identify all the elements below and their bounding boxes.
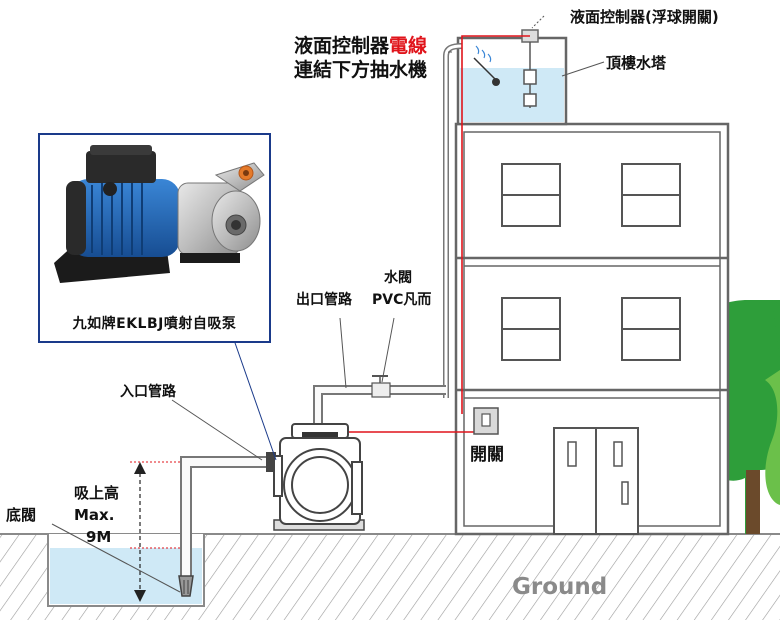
water-valve-label: 水閥 <box>384 269 412 286</box>
callout-lines <box>171 15 605 461</box>
product-caption: 九如牌EKLBJ噴射自吸泵 <box>72 316 237 332</box>
product-photo-box: 九如牌EKLBJ噴射自吸泵 <box>38 133 271 343</box>
suction-lift-indicator <box>130 461 182 602</box>
pump <box>273 423 365 531</box>
suction-lift-label-2: Max. <box>74 506 114 524</box>
inlet-pipe <box>180 452 276 578</box>
outlet-pipe-label: 出口管路 <box>296 291 353 308</box>
switch-label: 開關 <box>470 445 504 465</box>
wire-note-red: 電線 <box>389 34 427 57</box>
window <box>501 163 561 227</box>
window <box>501 297 561 361</box>
foot-valve <box>178 575 194 597</box>
door <box>553 427 639 535</box>
pvc-valve-label: PVC凡而 <box>372 292 431 308</box>
controller-wire <box>346 35 530 433</box>
pvc-valve <box>371 375 391 398</box>
outlet-pipe <box>313 375 446 426</box>
suction-lift-label-3: 9M <box>86 528 111 546</box>
wire-note-black: 液面控制器 <box>294 34 390 57</box>
window <box>621 163 681 227</box>
power-switch <box>473 407 499 435</box>
foot-valve-pointer <box>51 523 181 593</box>
rooftop-water-tank <box>443 29 568 398</box>
wire-note-line2: 連結下方抽水機 <box>294 58 427 81</box>
pump-product-illustration <box>54 145 265 283</box>
building <box>454 122 730 536</box>
rooftop-tank-label: 頂樓水塔 <box>606 54 667 72</box>
wire-note-line1: 液面控制器電線 <box>294 34 427 57</box>
well-pit <box>47 534 205 607</box>
window <box>621 297 681 361</box>
inlet-pipe-label: 入口管路 <box>120 383 177 400</box>
suction-lift-label-1: 吸上高 <box>74 484 119 502</box>
ground-label: Ground <box>512 574 607 600</box>
foot-valve-label: 底閥 <box>6 506 36 524</box>
float-switch-label: 液面控制器(浮球開關) <box>570 8 719 26</box>
